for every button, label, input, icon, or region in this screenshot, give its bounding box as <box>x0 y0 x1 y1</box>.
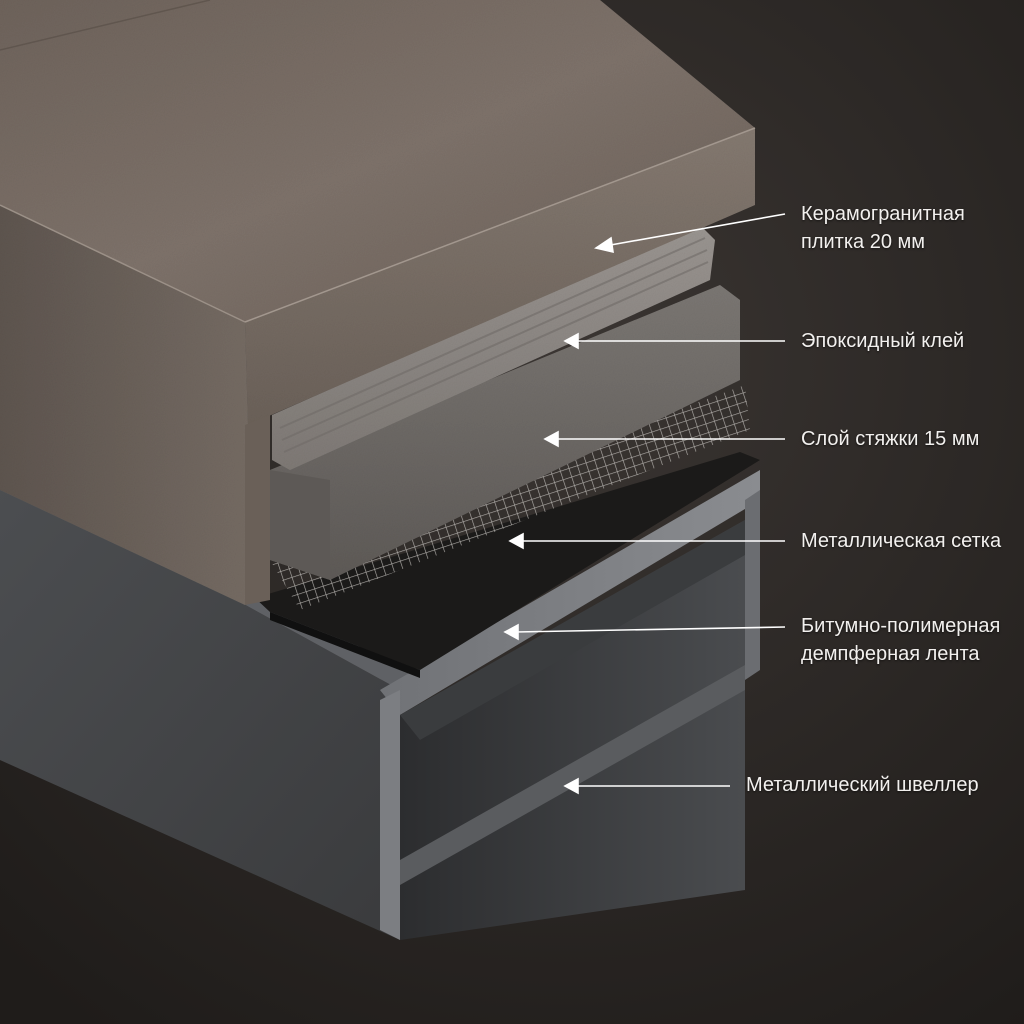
metal-mesh <box>270 385 750 610</box>
label-metal-channel: Металлический швеллер <box>746 774 979 796</box>
leader-line-tile <box>594 213 786 254</box>
leader-line-adhesive <box>563 332 785 350</box>
label-bitumen-tape: Битумно-полимерная демпферная лента <box>801 615 1001 665</box>
label-metal-mesh: Металлическая сетка <box>801 530 1002 552</box>
ceramic-tile <box>0 0 756 605</box>
leader-line-screed <box>543 430 785 448</box>
leader-line-mesh <box>508 532 785 550</box>
leader-line-channel <box>563 777 730 795</box>
adhesive-layer <box>272 225 715 470</box>
label-ceramic-tile: Керамогранитная плитка 20 мм <box>801 203 965 253</box>
screed-layer <box>270 285 740 580</box>
leader-line-tape <box>503 623 786 641</box>
label-epoxy-adhesive: Эпоксидный клей <box>801 330 965 352</box>
leader-lines <box>503 213 786 795</box>
bitumen-tape <box>255 452 760 678</box>
label-screed-layer: Слой стяжки 15 мм <box>801 428 980 450</box>
